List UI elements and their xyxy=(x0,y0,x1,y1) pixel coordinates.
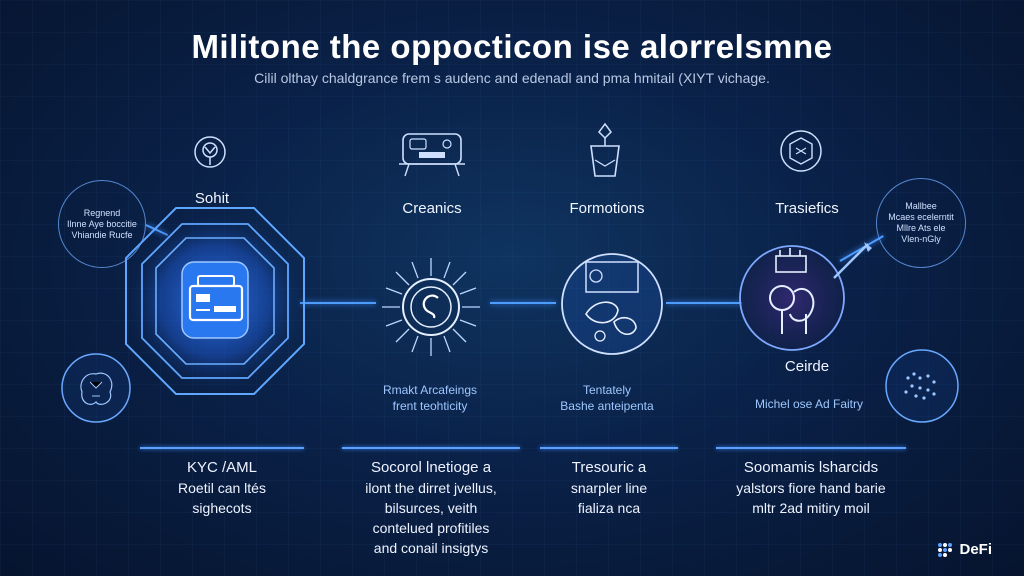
divider-2 xyxy=(342,447,520,449)
brand-logo: DeFi xyxy=(937,541,992,558)
connector-1-2 xyxy=(300,302,376,304)
column-label-formotions: Formotions xyxy=(569,200,645,217)
briefcase-icon xyxy=(188,275,244,322)
pen-icon xyxy=(833,242,872,279)
connector-3-4 xyxy=(666,302,742,304)
side-note-right: Mallbee Mcaes ecelerntit Mllre Ats ele V… xyxy=(876,178,966,268)
leaf-icon xyxy=(561,253,663,355)
bottom-text-4: Soomamis lsharcids yalstors fiore hand b… xyxy=(736,459,886,516)
graph-icon xyxy=(739,245,845,351)
gear-icon xyxy=(382,258,480,356)
page-title: Militone the oppocticon ise alorrelsmne xyxy=(191,28,833,65)
divider-3 xyxy=(540,447,678,449)
caption-trasiefics: Michel ose Ad Faitry xyxy=(754,397,864,411)
column-label-trasiefics: Trasiefics xyxy=(775,200,839,217)
bottom-text-2: Socorol lnetioge a ilont the dirret jvel… xyxy=(365,459,497,556)
page-subtitle: Cilil olthay chaldgrance frem s audenc a… xyxy=(254,70,770,86)
connector-2-3 xyxy=(490,302,556,304)
device-icon xyxy=(399,133,465,177)
column-label-creanics: Creanics xyxy=(402,200,462,217)
shield-key-icon xyxy=(194,136,226,168)
defi-icon xyxy=(938,542,953,557)
brand-text: DeFi xyxy=(959,541,992,558)
bottom-text-3: Tresouric a snarpler line fializa nca xyxy=(570,459,648,516)
divider-1 xyxy=(140,447,304,449)
map-icon xyxy=(885,349,959,423)
hexagon-icon xyxy=(780,130,822,172)
bottom-text-1: KYC /AML Roetil can ltés sighecots xyxy=(178,459,266,516)
bag-icon xyxy=(590,122,620,177)
side-note-left: Regnend Ilnne Aye boccitie Vhiandie Rucf… xyxy=(58,180,146,268)
column-label-sohit: Sohit xyxy=(194,190,230,207)
column-center-label: Ceirde xyxy=(784,358,830,375)
brain-icon xyxy=(61,353,131,423)
divider-4 xyxy=(716,447,906,449)
